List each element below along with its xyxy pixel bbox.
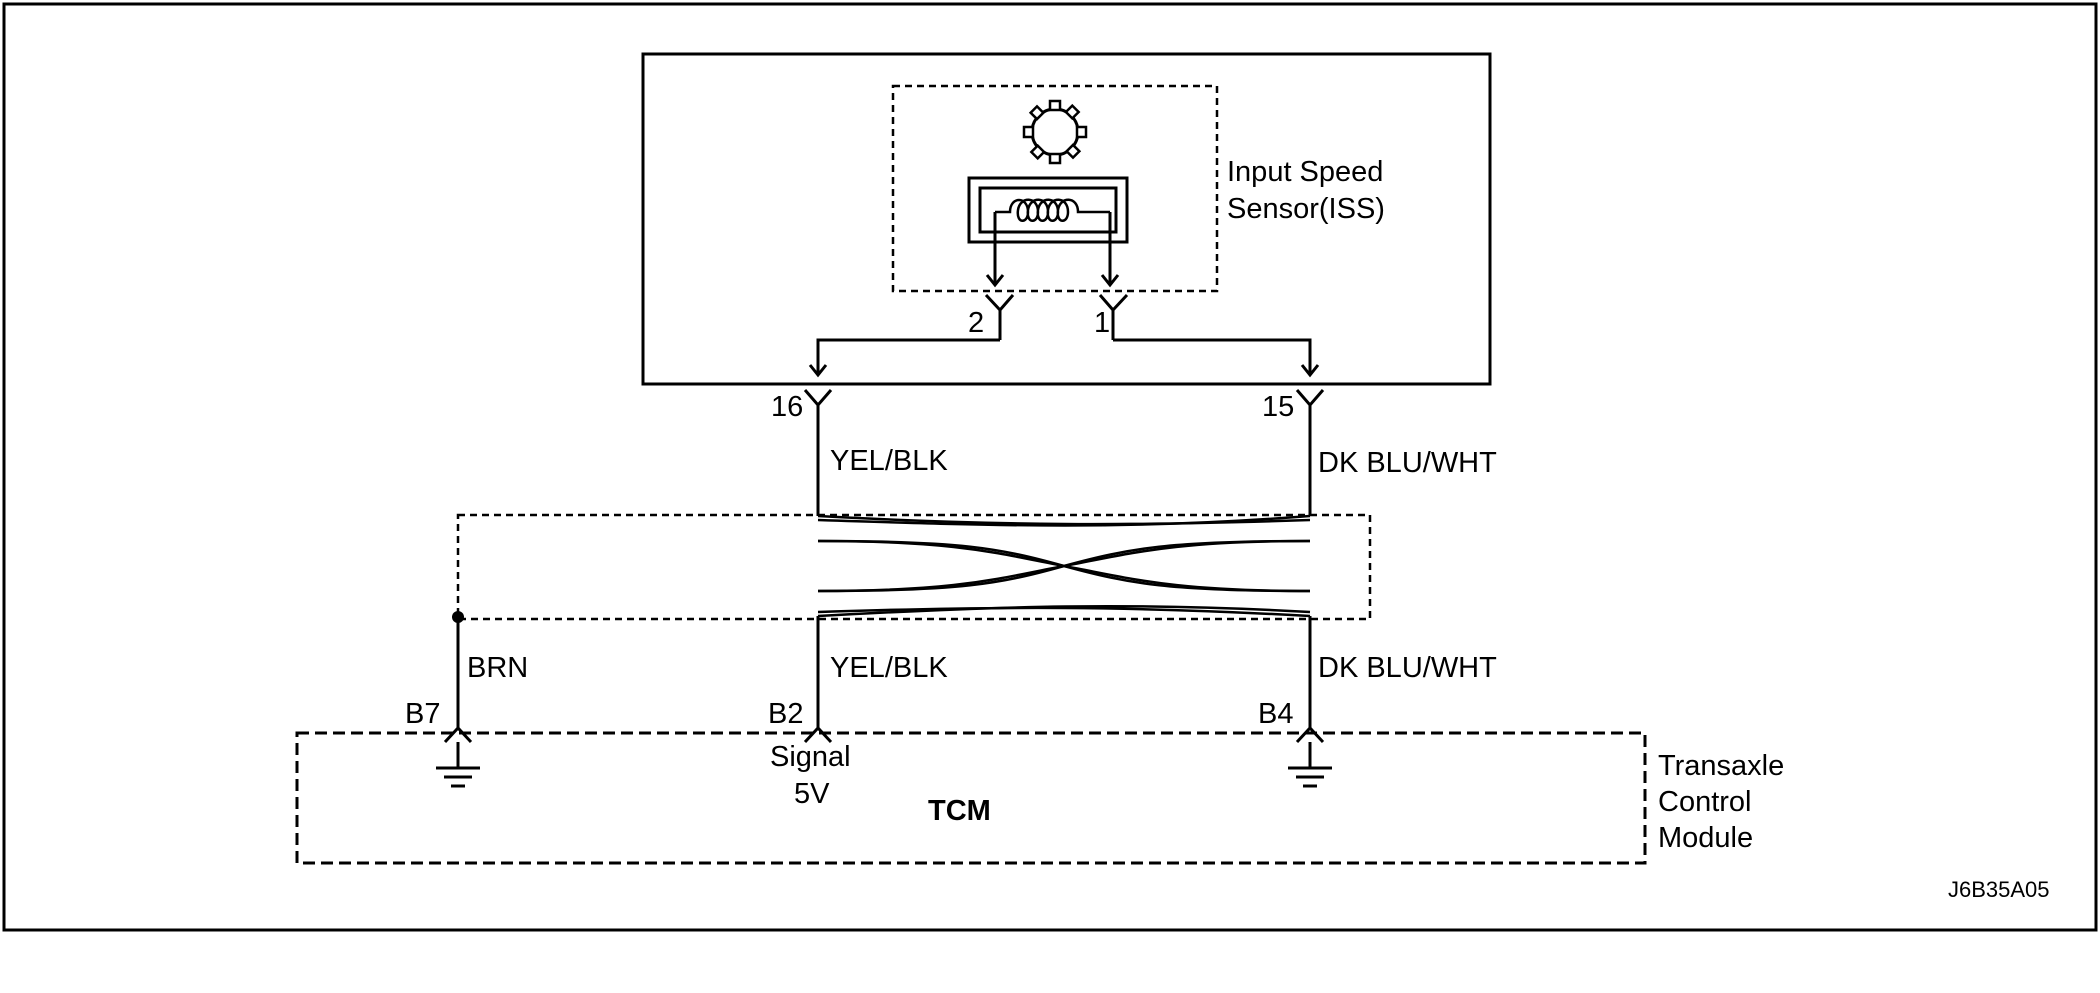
wire-label-yel-blk-upper: YEL/BLK [830,445,948,477]
signal-label: Signal [770,741,851,773]
signal-voltage-label: 5V [794,778,830,810]
pin-2-label: 2 [968,307,984,339]
tcm-pin-b2 [803,725,833,744]
twisted-pair [817,514,1311,618]
tcm-title: TCM [928,795,991,827]
wire-label-brn: BRN [467,652,528,684]
wire-label-yel-blk-lower: YEL/BLK [830,652,948,684]
tcm-name-line2: Control [1658,786,1752,818]
shield-dashed-box [456,513,1372,621]
pin-b7-label: B7 [405,698,440,730]
tcm-name-line3: Module [1658,822,1753,854]
iss-label-line2: Sensor(ISS) [1227,193,1385,225]
pin-b4-label: B4 [1258,698,1293,730]
outer-frame [2,2,2098,932]
arrow-pin2 [985,274,1005,288]
iss-label-line1: Input Speed [1227,156,1383,188]
pin-b2-label: B2 [768,698,803,730]
ground-icon [1288,742,1332,788]
tcm-name-line1: Transaxle [1658,750,1784,782]
pin-1-label: 1 [1094,307,1110,339]
ground-icon [436,742,480,788]
wire-pin1-to-15 [1113,338,1312,375]
pin-15-label: 15 [1262,391,1294,423]
wire-label-dk-blu-wht-lower: DK BLU/WHT [1318,652,1497,684]
tcm-pin-b4 [1295,725,1325,744]
gear-icon [1022,99,1088,165]
connector-pin-15 [1295,389,1325,408]
wire-pin2-to-16 [816,338,1000,375]
coil-icon [967,176,1129,244]
arrow-pin1 [1100,274,1120,288]
tcm-pin-b7 [443,725,473,744]
pin-1-connector [1098,293,1129,340]
sensor-housing-box [641,52,1492,386]
wire-label-dk-blu-wht-upper: DK BLU/WHT [1318,447,1497,479]
pin-2-connector [984,293,1015,340]
connector-pin-16 [803,389,833,408]
figure-id: J6B35A05 [1948,877,2050,902]
pin-16-label: 16 [771,391,803,423]
tcm-dashed-box [295,731,1647,865]
iss-dashed-box [891,84,1219,293]
